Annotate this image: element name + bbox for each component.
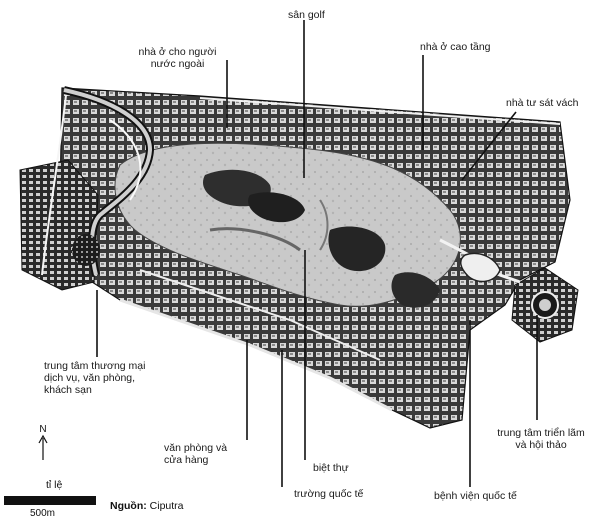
label-biet-thu: biệt thự — [313, 462, 349, 474]
source-value: Ciputra — [149, 500, 184, 512]
scale-title: tỉ lệ — [46, 479, 63, 491]
golf-course — [114, 142, 461, 308]
east-features — [460, 252, 559, 319]
label-tttm-line2: dịch vụ, văn phòng, — [44, 372, 136, 384]
label-san-golf: sân golf — [288, 9, 325, 21]
source-credit: Nguồn: Ciputra — [110, 500, 184, 512]
label-van-phong-line1: văn phòng và — [164, 442, 228, 454]
label-trien-lam: trung tâm triển lãm và hội thảo — [493, 427, 589, 451]
label-truong-quoc-te: trường quốc tế — [294, 488, 364, 500]
label-nha-nuoc-ngoai-line2: nước ngoài — [150, 58, 205, 70]
label-van-phong: văn phòng và cửa hàng — [164, 442, 227, 466]
label-trien-lam-line1: trung tâm triển lãm — [497, 427, 585, 439]
label-nha-cao-tang: nhà ở cao tầng — [420, 41, 491, 53]
label-trien-lam-line2: và hội thảo — [515, 439, 567, 451]
legend-graphics — [4, 434, 96, 505]
label-tttm: trung tâm thương mại dịch vụ, văn phòng,… — [44, 360, 145, 396]
roads — [41, 94, 561, 412]
label-van-phong-line2: cửa hàng — [164, 454, 209, 466]
north-label: N — [39, 424, 47, 435]
scale-bar — [4, 496, 96, 505]
leader-lines — [96, 20, 538, 487]
label-tttm-line3: khách sạn — [44, 384, 92, 396]
label-tttm-line1: trung tâm thương mại — [44, 360, 146, 372]
label-nha-nuoc-ngoai: nhà ở cho người nước ngoài — [115, 46, 240, 70]
label-nha-tu-sat-vach: nhà tư sát vách — [506, 97, 579, 109]
source-label: Nguồn: — [110, 500, 147, 512]
scale-value: 500m — [30, 508, 56, 519]
west-development — [63, 86, 155, 276]
leader-nha-tu-sat-vach — [461, 111, 517, 181]
label-benh-vien: bệnh viện quốc tế — [434, 490, 517, 502]
label-nha-nuoc-ngoai-line1: nhà ở cho người — [138, 46, 217, 58]
